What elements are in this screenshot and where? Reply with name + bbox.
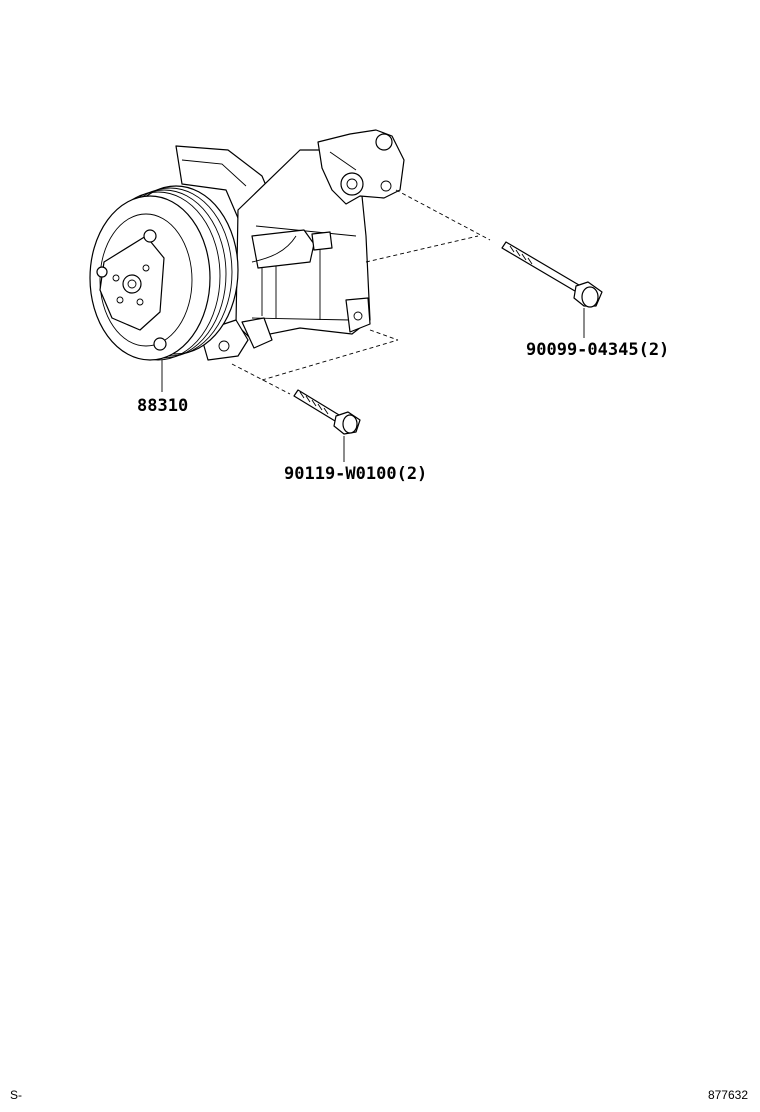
compressor-illustration — [89, 129, 405, 361]
part-label-compressor: 88310 — [137, 396, 188, 416]
footer-left-code: S- — [10, 1088, 22, 1102]
bolt-long-illustration — [501, 241, 603, 308]
alignment-lines — [231, 189, 491, 395]
footer-right-code: 877632 — [707, 1088, 748, 1102]
bolt-short-illustration — [293, 389, 361, 435]
part-label-bolt-long: 90099-04345(2) — [526, 340, 669, 360]
part-label-bolt-short: 90119-W0100(2) — [284, 464, 427, 484]
leader-lines — [161, 308, 585, 462]
